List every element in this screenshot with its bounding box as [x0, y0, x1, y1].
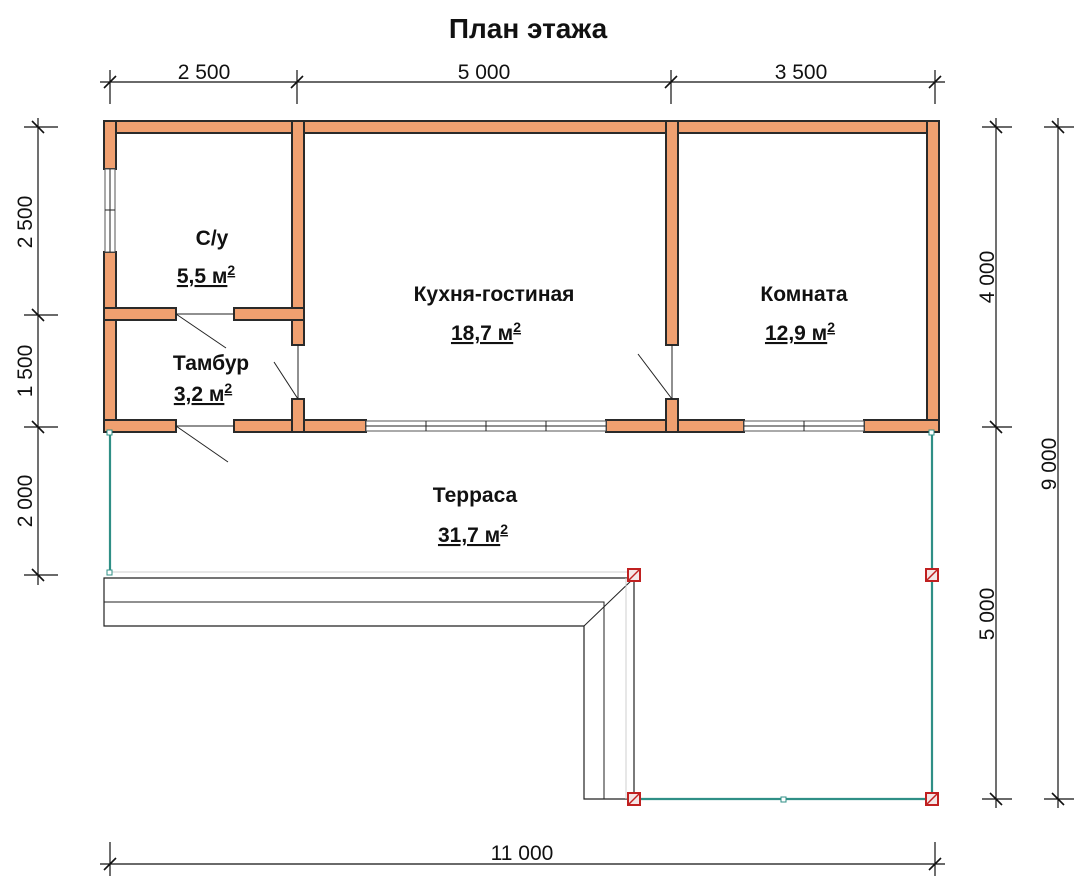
dim-bottom: 11 000	[491, 842, 554, 865]
dim-right-inner-2: 5 000	[976, 588, 999, 641]
post-3	[627, 792, 641, 806]
terrace-deck	[103, 571, 635, 800]
post-4	[925, 792, 939, 806]
dim-right-outer: 9 000	[1038, 438, 1061, 491]
doors	[175, 313, 673, 463]
room-terrace: Терраса 31,7 м2	[433, 484, 518, 547]
walls	[103, 120, 940, 433]
post-1	[627, 568, 641, 582]
room-name-vestibule: Тамбур	[173, 352, 249, 375]
room-area-bathroom: 5,5 м2	[177, 262, 236, 288]
terrace-railing	[106, 429, 935, 803]
dim-top-3: 3 500	[775, 61, 828, 84]
room-name-kitchen: Кухня-гостиная	[414, 283, 575, 306]
bottom-dimension: 11 000	[100, 842, 945, 876]
room-area-kitchen: 18,7 м2	[451, 319, 521, 345]
room-name-terrace: Терраса	[433, 484, 518, 507]
room-bathroom: С/у 5,5 м2	[177, 227, 236, 288]
right-inner-dimension: 4 000 5 000	[976, 118, 1012, 808]
post-2	[925, 568, 939, 582]
right-outer-dimension: 9 000	[1038, 118, 1074, 808]
top-dimension: 2 500 5 000 3 500	[100, 61, 945, 104]
room-area-terrace: 31,7 м2	[438, 521, 508, 547]
dim-left-2: 1 500	[14, 345, 37, 398]
dim-left-3: 2 000	[14, 475, 37, 528]
room-vestibule: Тамбур 3,2 м2	[173, 352, 249, 406]
dim-top-1: 2 500	[178, 61, 231, 84]
room-kitchen: Кухня-гостиная 18,7 м2	[414, 283, 575, 345]
room-area-room: 12,9 м2	[765, 319, 835, 345]
terrace-posts	[627, 568, 939, 806]
room-room: Комната 12,9 м2	[760, 283, 848, 345]
windows	[104, 168, 865, 432]
dim-right-inner-1: 4 000	[976, 251, 999, 304]
dim-top-2: 5 000	[458, 61, 511, 84]
room-name-bathroom: С/у	[196, 227, 229, 250]
left-dimension: 2 500 1 500 2 000	[14, 118, 58, 585]
room-name-room: Комната	[760, 283, 848, 306]
room-area-vestibule: 3,2 м2	[174, 380, 233, 406]
plan-title: План этажа	[449, 13, 608, 44]
dim-left-1: 2 500	[14, 196, 37, 249]
